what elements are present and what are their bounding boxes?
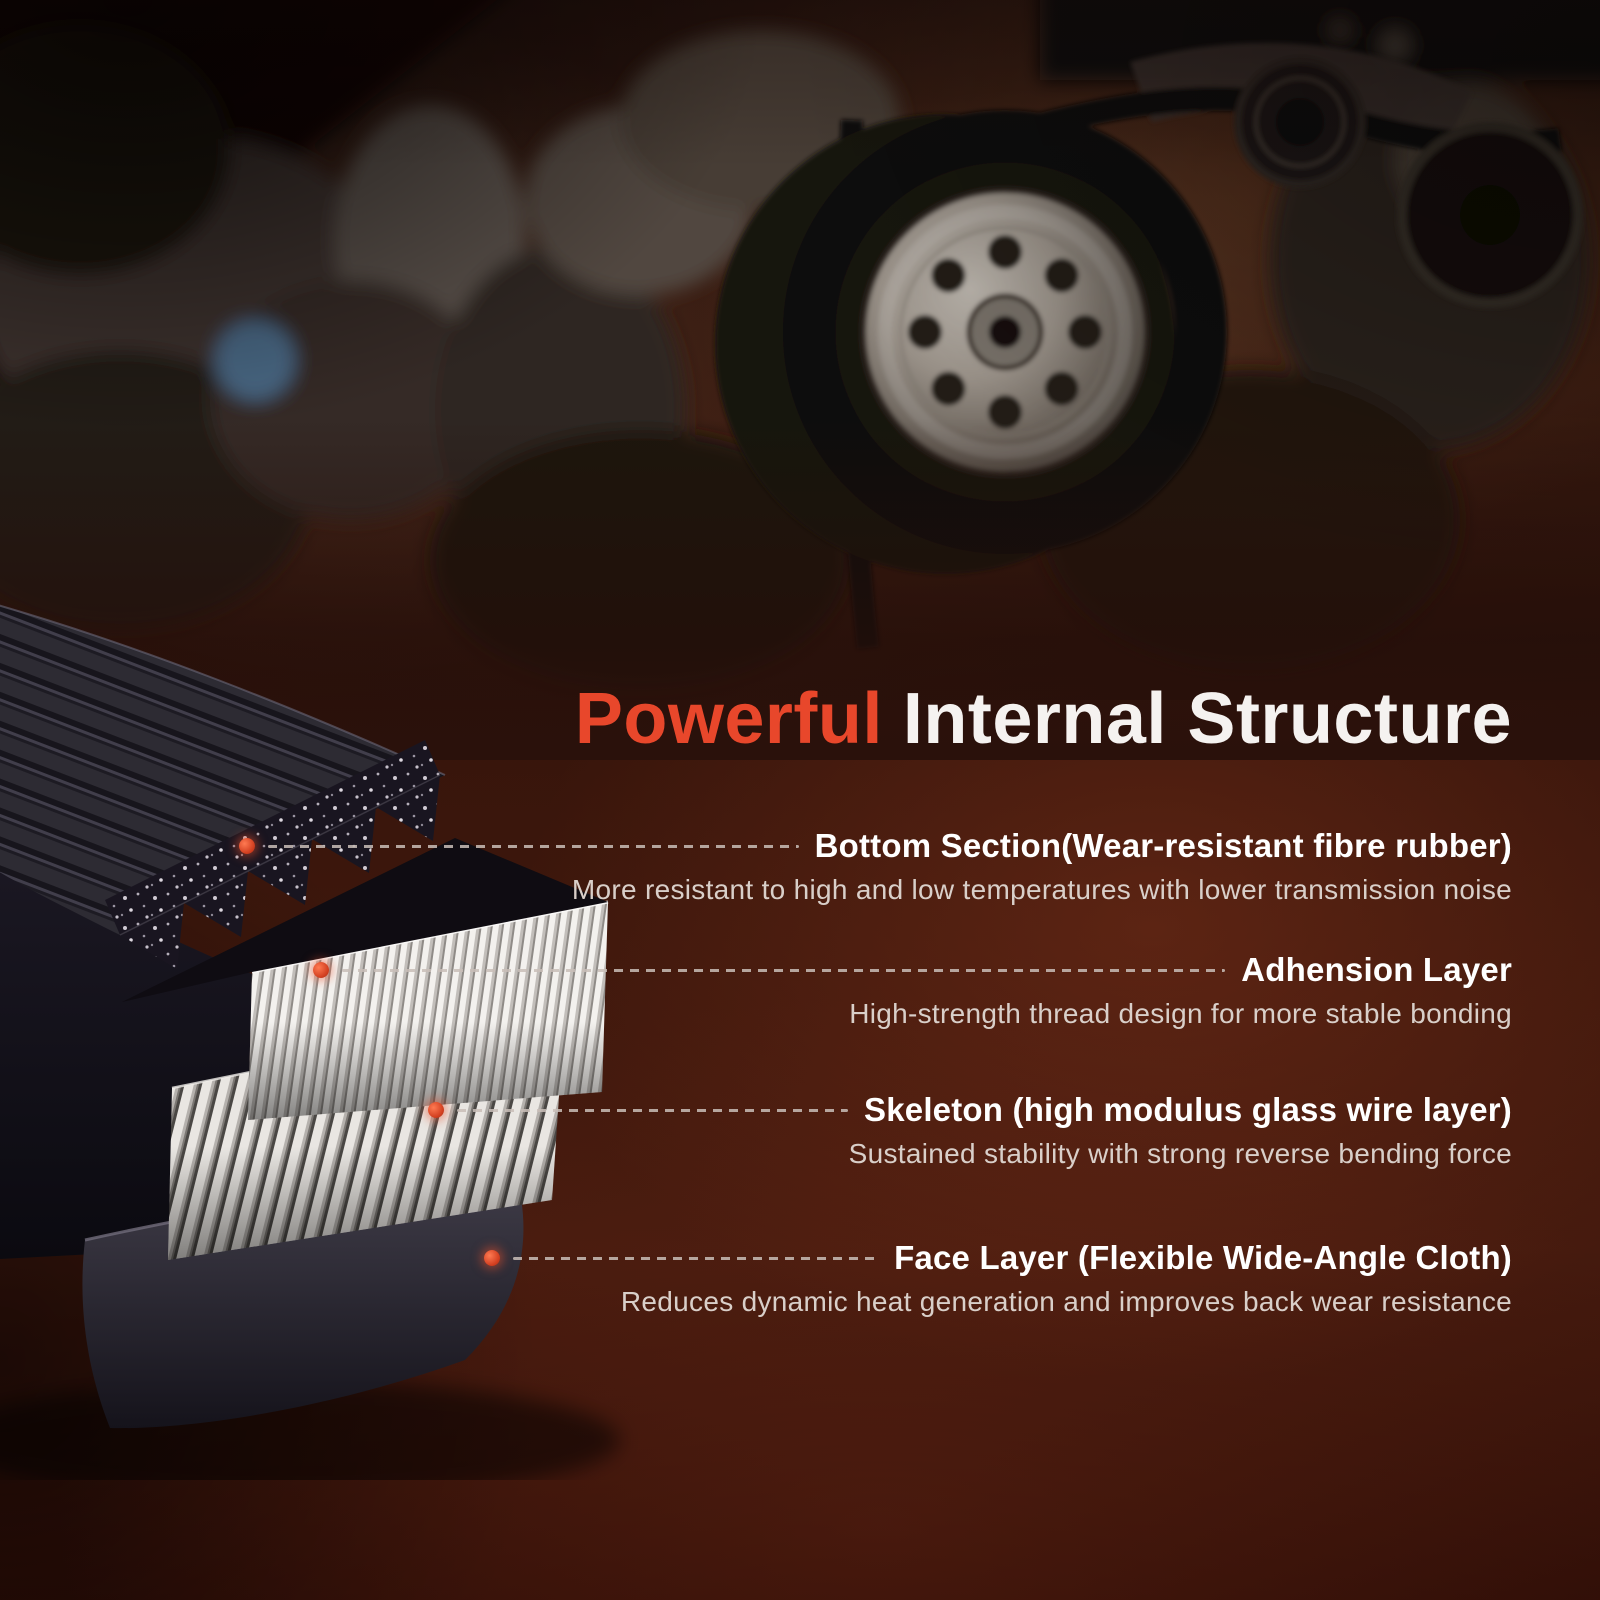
callout-dot <box>313 962 329 978</box>
leader-line <box>342 968 1226 972</box>
callout-description: High-strength thread design for more sta… <box>849 998 1512 1029</box>
callout-dot <box>239 838 255 854</box>
layer-step-shadow <box>122 838 608 1002</box>
callout-heading: Adhension Layer <box>1241 951 1512 988</box>
crank-pulley <box>715 110 1227 574</box>
title-rest: Internal Structure <box>902 679 1512 759</box>
callout-bottom-section: Bottom Section(Wear-resistant fibre rubb… <box>239 826 1512 908</box>
callout-dot <box>428 1102 444 1118</box>
layer-ribbed-rubber <box>0 604 446 969</box>
callout-adhension-layer: Adhension Layer High-strength thread des… <box>313 950 1512 1032</box>
callout-heading: Bottom Section(Wear-resistant fibre rubb… <box>814 827 1512 864</box>
callout-heading: Skeleton (high modulus glass wire layer) <box>864 1091 1512 1128</box>
callout-heading: Face Layer (Flexible Wide-Angle Cloth) <box>894 1239 1512 1276</box>
belt-cutaway-diagram <box>0 604 620 1480</box>
callout-description: More resistant to high and low temperatu… <box>571 874 1512 905</box>
title-accent: Powerful <box>574 679 883 759</box>
layer-adhension <box>248 900 609 1120</box>
callout-description: Reduces dynamic heat generation and impr… <box>620 1286 1512 1317</box>
callout-description: Sustained stability with strong reverse … <box>848 1138 1512 1169</box>
leader-line <box>457 1108 848 1112</box>
callout-skeleton: Skeleton (high modulus glass wire layer)… <box>428 1090 1512 1172</box>
leader-line <box>268 844 799 848</box>
leader-line <box>513 1256 879 1260</box>
callout-dot <box>484 1250 500 1266</box>
callout-face-layer: Face Layer (Flexible Wide-Angle Cloth) R… <box>484 1238 1512 1320</box>
